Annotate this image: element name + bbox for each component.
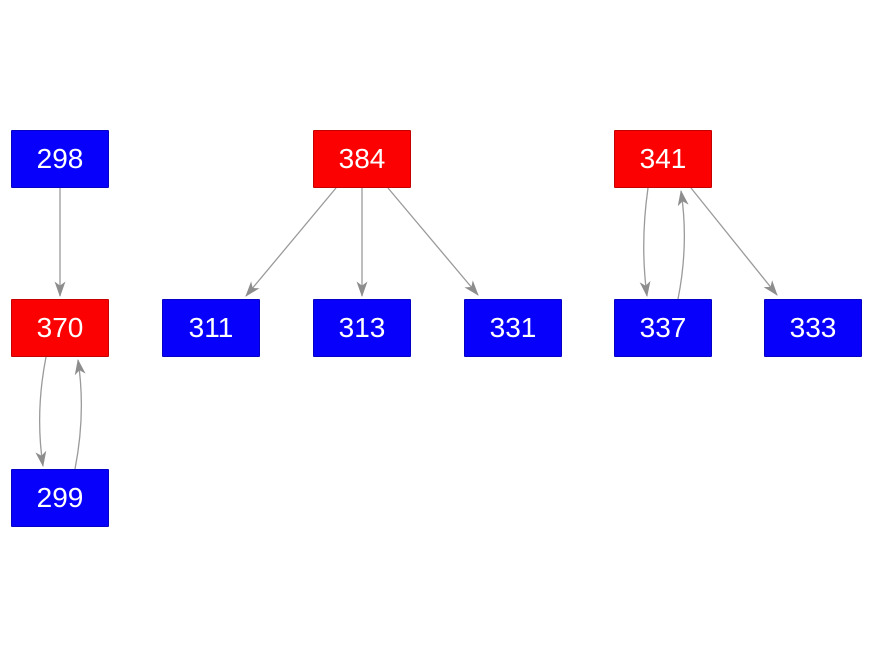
node-331[interactable]: 331 [464, 299, 562, 357]
node-384[interactable]: 384 [313, 130, 411, 188]
edge-384-311 [245, 187, 337, 297]
node-311[interactable]: 311 [162, 299, 260, 357]
edge-341-333 [690, 187, 778, 296]
node-337[interactable]: 337 [614, 299, 712, 357]
edge-341-337 [639, 187, 651, 298]
edge-370-299 [35, 356, 47, 468]
node-313[interactable]: 313 [313, 299, 411, 357]
node-299[interactable]: 299 [11, 469, 109, 527]
edge-384-331 [387, 187, 479, 296]
node-341[interactable]: 341 [614, 130, 712, 188]
edge-299-370 [74, 358, 86, 470]
node-370[interactable]: 370 [11, 299, 109, 357]
edge-337-341 [677, 189, 689, 300]
node-298[interactable]: 298 [11, 130, 109, 188]
node-333[interactable]: 333 [764, 299, 862, 357]
